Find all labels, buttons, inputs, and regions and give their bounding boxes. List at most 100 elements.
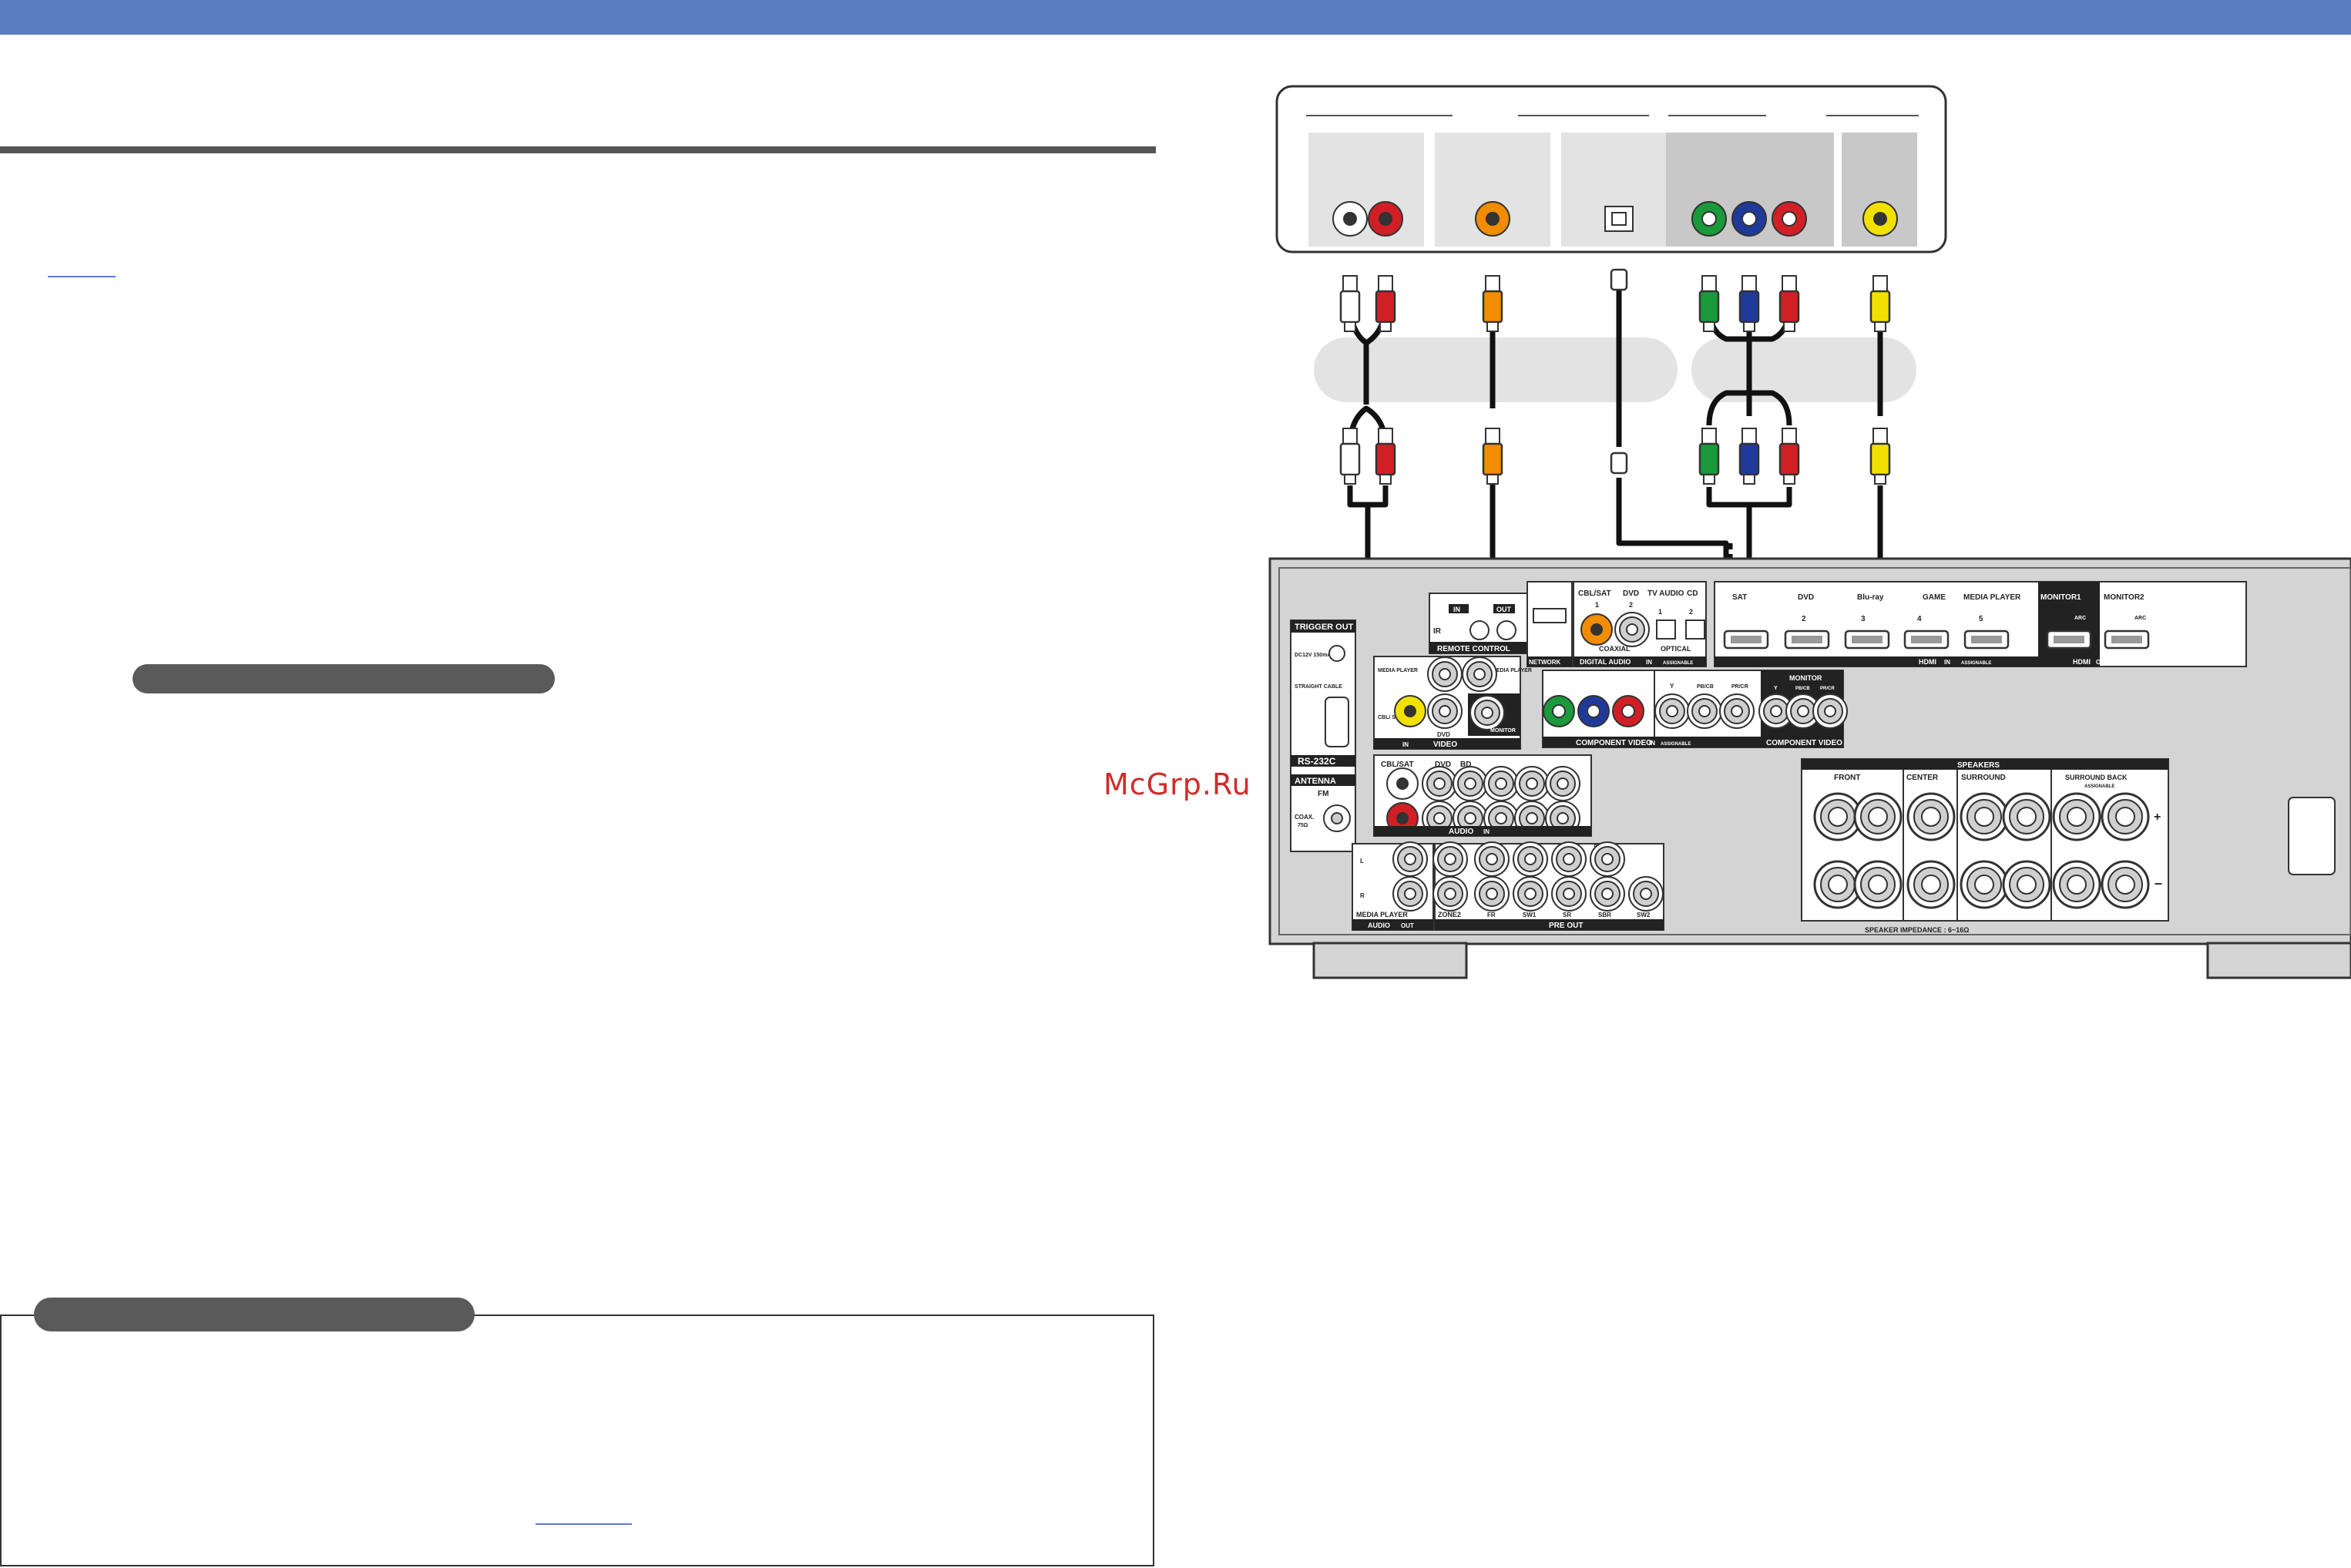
label-rs232c: RS-232C bbox=[1298, 756, 1336, 767]
label-audio-in-tag: IN bbox=[1483, 828, 1490, 835]
label-video-dvd: DVD bbox=[1437, 731, 1450, 738]
plug-blue-upper bbox=[1738, 274, 1760, 333]
label-component-video-in: COMPONENT VIDEO bbox=[1576, 739, 1652, 747]
label-audio-bd: BD bbox=[1460, 760, 1471, 769]
label-hdmi-num-5: 5 bbox=[1979, 615, 1983, 623]
audio-in-cbl-sat-l-jack bbox=[1386, 767, 1419, 800]
label-comp-pb: PB/CB bbox=[1697, 684, 1714, 690]
label-digital-dvd: DVD bbox=[1623, 589, 1639, 598]
section-rule bbox=[0, 146, 1156, 153]
label-spk-surround: SURROUND bbox=[1961, 774, 2006, 782]
label-remote-in: IN bbox=[1453, 606, 1460, 613]
label-digital-in: IN bbox=[1646, 659, 1652, 666]
plug-yellow-lower bbox=[1869, 427, 1891, 485]
label-comp-assignable: ASSIGNABLE bbox=[1661, 742, 1691, 747]
component-in-pb-jack bbox=[1577, 695, 1610, 727]
label-fm: FM bbox=[1318, 790, 1328, 798]
label-antenna: ANTENNA bbox=[1295, 777, 1336, 786]
label-comp-mon-pr: PR/CR bbox=[1820, 687, 1835, 691]
plug-red-upper bbox=[1375, 274, 1396, 333]
label-pre-out-sr: SR bbox=[1563, 912, 1571, 918]
label-cd: CD bbox=[1687, 589, 1698, 598]
source-component-pr-jack bbox=[1772, 201, 1807, 237]
watermark: McGrp.Ru bbox=[1103, 767, 1251, 801]
minus-icon: – bbox=[2155, 875, 2162, 891]
label-coaxial: COAXIAL bbox=[1599, 645, 1631, 653]
plug-white-lower bbox=[1339, 427, 1361, 485]
label-network: NETWORK bbox=[1529, 659, 1561, 666]
plus-icon: + bbox=[2154, 811, 2161, 824]
component-in-y-jack bbox=[1543, 695, 1575, 727]
label-comp-pr: PR/CR bbox=[1731, 684, 1748, 690]
label-coax-ohm: 75Ω bbox=[1298, 823, 1308, 828]
label-hdmi-num-3: 3 bbox=[1861, 615, 1866, 623]
label-comp-y: Y bbox=[1670, 683, 1674, 690]
label-monitor2: MONITOR2 bbox=[2104, 593, 2144, 602]
label-audio-dvd: DVD bbox=[1435, 760, 1451, 769]
label-coax-2: 2 bbox=[1629, 601, 1633, 609]
label-pre-out-fr: FR bbox=[1487, 912, 1496, 918]
label-video-media-player-2: MEDIA PLAYER bbox=[1492, 668, 1532, 673]
connection-diagram: TRIGGER OUT DC12V 150mA MAX STRAIGHT CAB… bbox=[1268, 85, 2351, 979]
label-hdmi-num-4: 4 bbox=[1917, 615, 1922, 623]
label-pre-out: PRE OUT bbox=[1549, 922, 1583, 930]
label-video-monitor: MONITOR bbox=[1490, 728, 1516, 734]
label-remote-out: OUT bbox=[1496, 606, 1512, 613]
coaxial-in-2-jack bbox=[1614, 612, 1650, 647]
source-component-y-jack bbox=[1691, 201, 1727, 237]
source-audio-out-red-jack bbox=[1368, 201, 1403, 237]
note-box bbox=[0, 1315, 1154, 1566]
label-arc-2: ARC bbox=[2134, 616, 2146, 621]
label-comp-monitor: MONITOR bbox=[1789, 674, 1822, 682]
label-hdmi-dvd: DVD bbox=[1798, 593, 1814, 602]
label-hdmi-out: HDMI bbox=[2073, 658, 2091, 666]
label-ir: IR bbox=[1433, 627, 1442, 636]
label-hdmi-num-2: 2 bbox=[1802, 615, 1806, 623]
label-audio-cbl-sat: CBL/SAT bbox=[1381, 760, 1414, 769]
label-opt-1: 1 bbox=[1658, 608, 1662, 616]
label-optical: OPTICAL bbox=[1661, 645, 1691, 653]
label-audio-out-r: R bbox=[1360, 892, 1365, 899]
label-tv-audio: TV AUDIO bbox=[1647, 589, 1684, 598]
label-hdmi-game: GAME bbox=[1923, 593, 1946, 602]
label-spk-center: CENTER bbox=[1906, 774, 1939, 782]
coaxial-in-1-jack bbox=[1580, 613, 1613, 646]
page-link-top[interactable] bbox=[48, 276, 116, 277]
label-audio-out-tag: OUT bbox=[1401, 922, 1414, 929]
page-link-note[interactable] bbox=[536, 1523, 632, 1525]
label-trigger-spec: DC12V 150mA MAX bbox=[1295, 653, 1345, 658]
source-audio-out-white-jack bbox=[1332, 201, 1368, 237]
plug-red2-upper bbox=[1778, 274, 1800, 333]
label-video-media-player: MEDIA PLAYER bbox=[1378, 668, 1418, 673]
plug-green-upper bbox=[1698, 274, 1720, 333]
label-video-cbl-sat: CBL/ SAT bbox=[1378, 715, 1402, 720]
source-component-pb-jack bbox=[1731, 201, 1767, 237]
plug-red-lower bbox=[1375, 427, 1396, 485]
label-coax: COAX. bbox=[1295, 814, 1314, 821]
plug-coax-lower bbox=[1482, 427, 1503, 485]
label-audio-out-l: L bbox=[1360, 858, 1364, 865]
section-heading-pill bbox=[133, 664, 555, 693]
plug-coax-upper bbox=[1482, 274, 1503, 333]
label-audio-out: AUDIO bbox=[1368, 922, 1390, 929]
label-pre-out-sw2: SW2 bbox=[1637, 912, 1651, 918]
label-remote-control: REMOTE CONTROL bbox=[1437, 645, 1510, 653]
label-pre-out-sbr: SBR bbox=[1598, 912, 1611, 918]
audio-cable-group-pill bbox=[1314, 337, 1678, 402]
label-straight-cable: STRAIGHT CABLE bbox=[1295, 684, 1342, 690]
plug-green-lower bbox=[1698, 427, 1720, 485]
label-zone2: ZONE2 bbox=[1438, 911, 1461, 918]
label-comp-mon-pb: PB/CB bbox=[1795, 687, 1810, 691]
label-opt-2: 2 bbox=[1689, 608, 1693, 616]
label-monitor1: MONITOR1 bbox=[2040, 593, 2081, 602]
label-arc-1: ARC bbox=[2074, 616, 2086, 621]
source-video-out-jack bbox=[1862, 201, 1898, 237]
header-bar bbox=[0, 0, 2351, 35]
label-video: VIDEO bbox=[1433, 740, 1457, 749]
label-spk-surround-back: SURROUND BACK bbox=[2065, 774, 2128, 781]
plug-white-upper bbox=[1339, 274, 1361, 333]
label-digital-assignable: ASSIGNABLE bbox=[1663, 661, 1693, 666]
label-hdmi-bluray: Blu-ray bbox=[1857, 593, 1884, 602]
label-hdmi-in-tag: IN bbox=[1944, 659, 1950, 666]
label-speakers: SPEAKERS bbox=[1957, 761, 2000, 770]
